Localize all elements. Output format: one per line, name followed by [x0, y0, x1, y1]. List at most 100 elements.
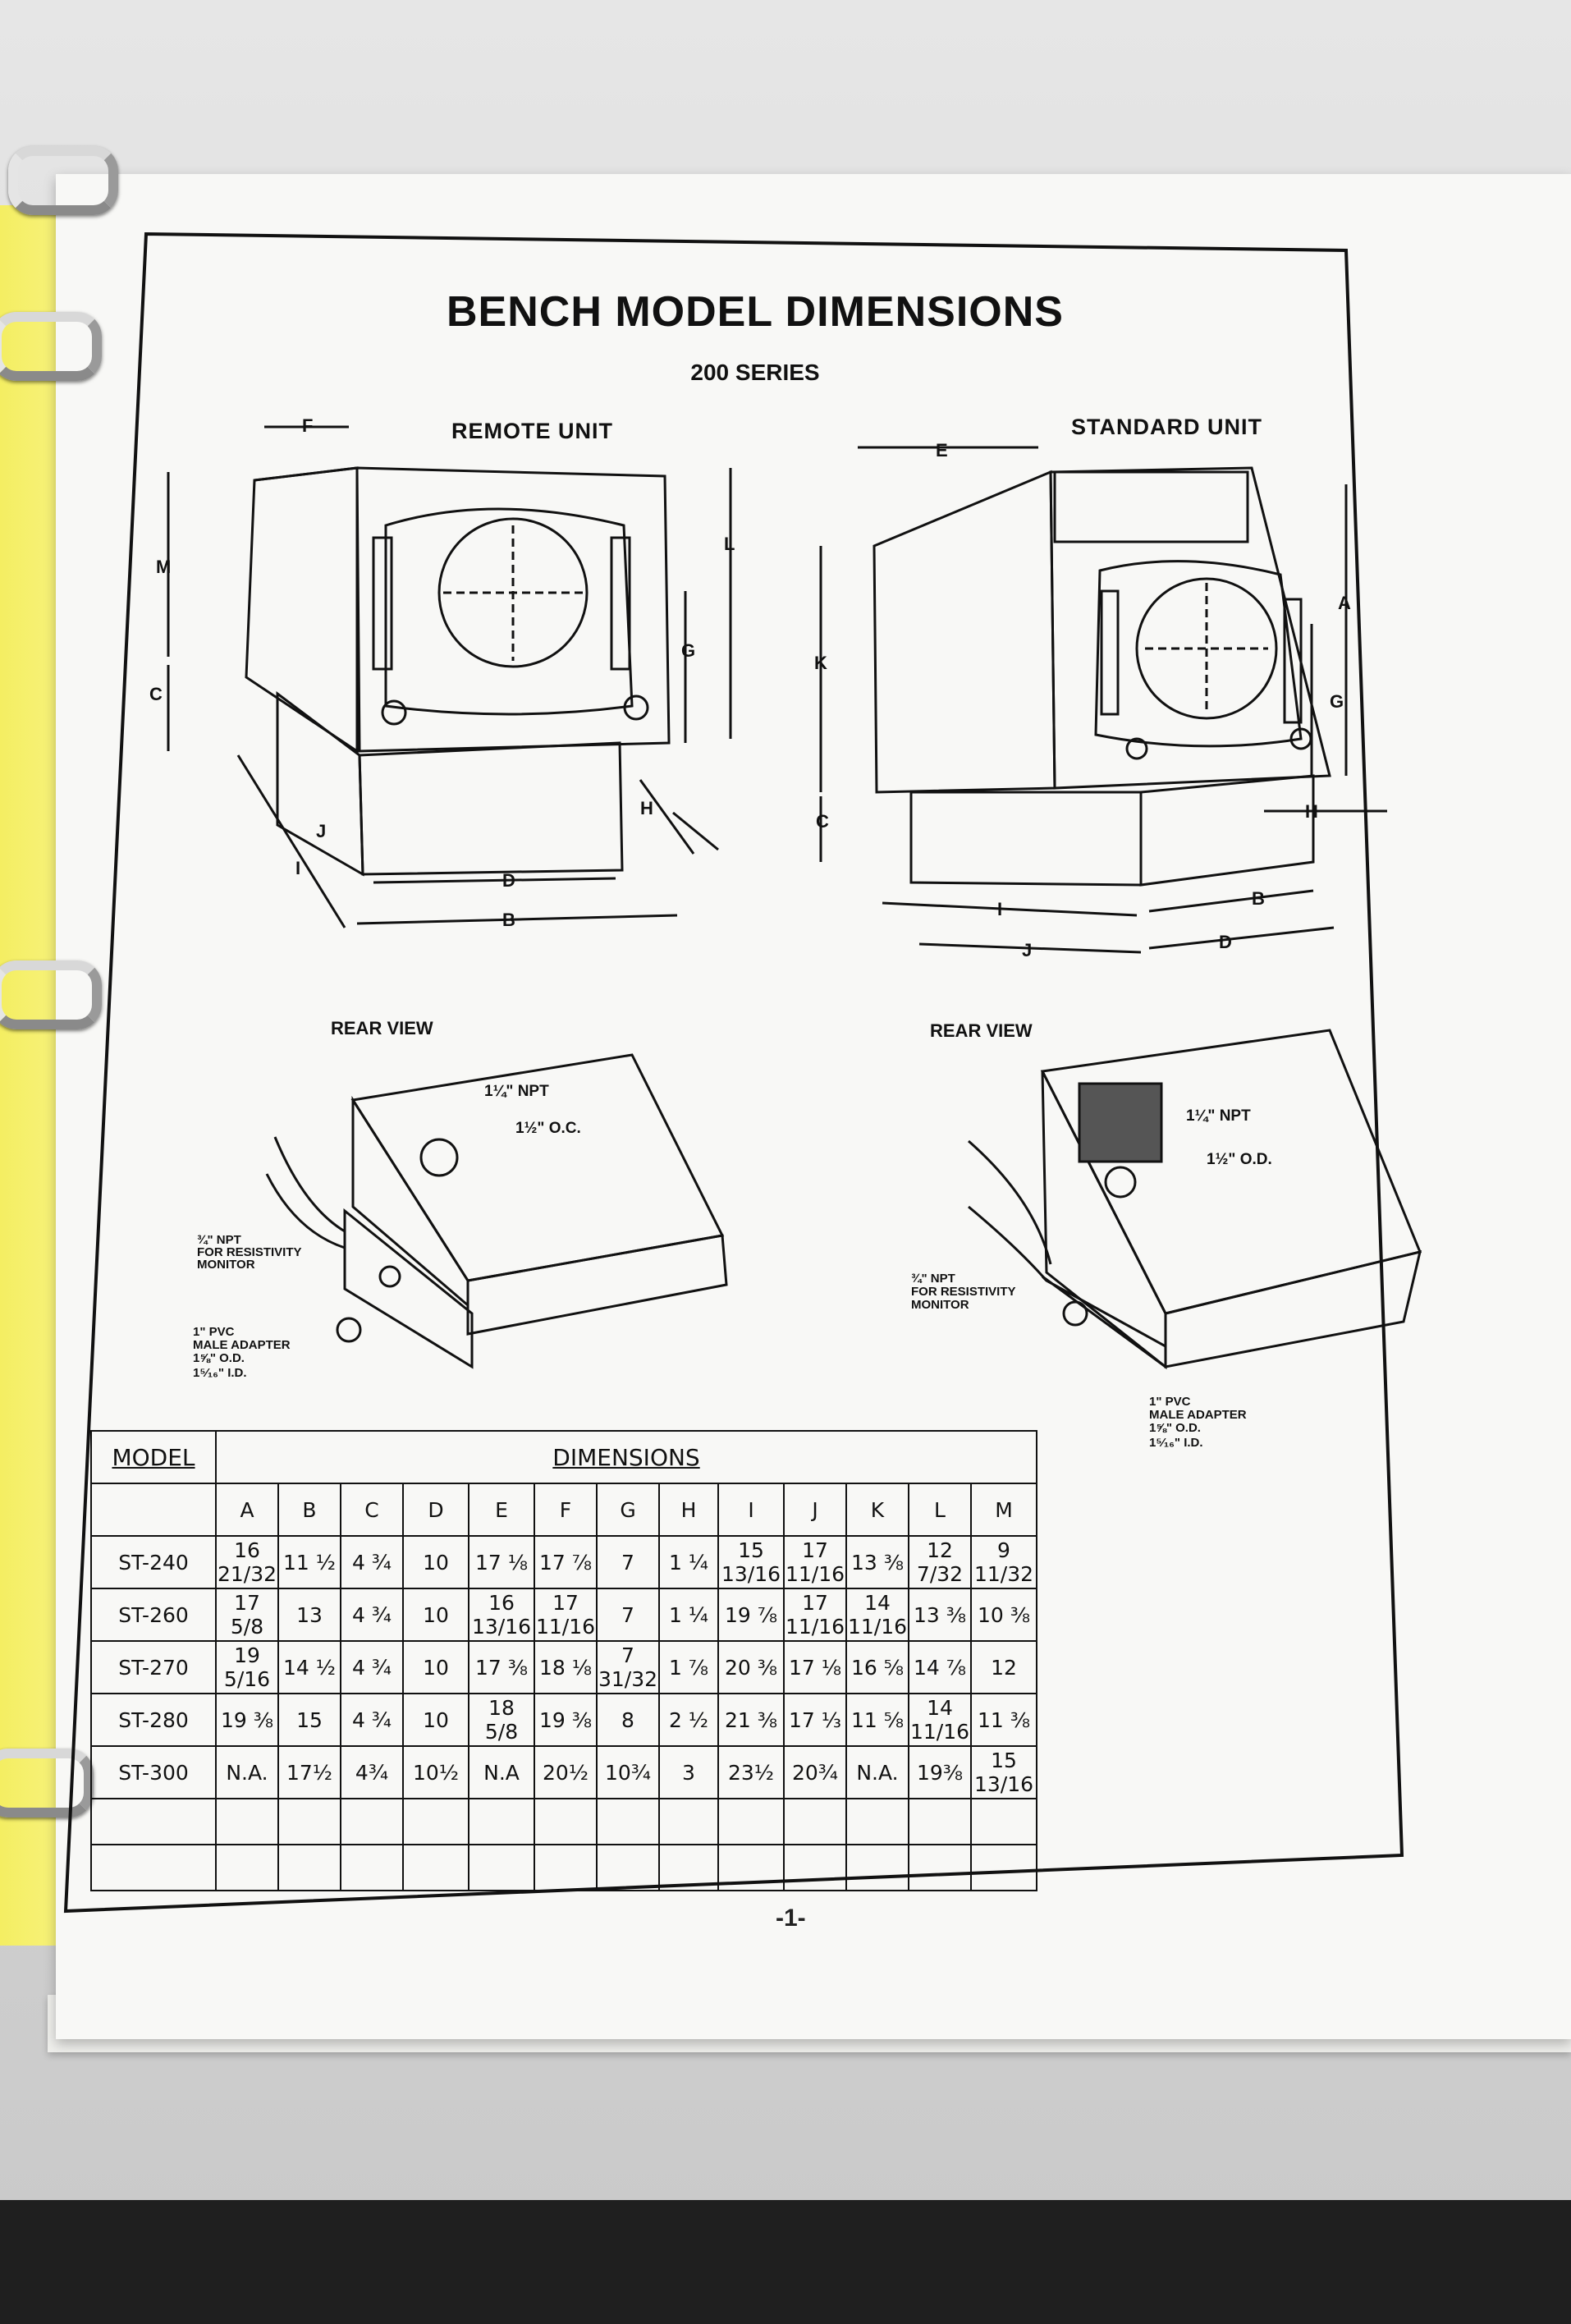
dimension-cell: 17 ⅛	[783, 1640, 847, 1694]
blank-table-row	[90, 1844, 1037, 1891]
empty-cell	[845, 1844, 909, 1891]
dimension-cell: 9 11/32	[970, 1535, 1037, 1589]
dim-label-H: H	[640, 798, 653, 818]
dim-label-J: J	[1022, 940, 1033, 960]
rear-view-left-drawing	[265, 1053, 728, 1369]
col-header: B	[277, 1483, 341, 1537]
empty-cell	[658, 1844, 719, 1891]
rear-view-right-drawing	[968, 1029, 1422, 1370]
dimension-cell: 17½	[277, 1745, 341, 1799]
empty-cell	[468, 1798, 535, 1845]
standard-unit-drawing	[819, 446, 1387, 954]
note-od-right-top: 1½" O.D.	[1207, 1151, 1272, 1168]
dimension-cell: 17 5/8	[215, 1588, 279, 1642]
empty-cell	[215, 1798, 279, 1845]
note-resistivity-left: FOR RESISTIVITY	[197, 1245, 302, 1259]
dimension-cell: 15	[277, 1693, 341, 1747]
note-adapter-left: MALE ADAPTER	[193, 1338, 291, 1352]
col-header: G	[596, 1483, 660, 1537]
empty-cell	[908, 1844, 972, 1891]
dimension-cell: 12 7/32	[908, 1535, 972, 1589]
dimension-cell: 10	[402, 1693, 469, 1747]
empty-cell	[402, 1844, 469, 1891]
dim-label-I: I	[997, 899, 1003, 919]
dimension-cell: 17 ⅜	[468, 1640, 535, 1694]
note-monitor-right: MONITOR	[911, 1298, 969, 1312]
dimension-cell: 15 13/16	[970, 1745, 1037, 1799]
dimension-cell: N.A.	[845, 1745, 909, 1799]
dimension-cell: 1 ¼	[658, 1588, 719, 1642]
empty-cell	[783, 1798, 847, 1845]
dimension-cell: 1 ⅞	[658, 1640, 719, 1694]
dimension-cell: 18 ⅛	[534, 1640, 598, 1694]
rear-view-left-label: REAR VIEW	[331, 1018, 433, 1038]
dimension-cell: 10	[402, 1535, 469, 1589]
dimension-cell: 19 5/16	[215, 1640, 279, 1694]
dim-label-J: J	[316, 821, 327, 841]
col-header: C	[340, 1483, 404, 1537]
col-header: K	[845, 1483, 909, 1537]
blank-table-row	[90, 1798, 1037, 1845]
dim-label-B: B	[502, 910, 515, 930]
dimension-cell: 20 ⅜	[717, 1640, 785, 1694]
dim-label-H: H	[1305, 801, 1318, 822]
dim-label-B: B	[1252, 888, 1265, 909]
col-header: F	[534, 1483, 598, 1537]
page-title: BENCH MODEL DIMENSIONS	[447, 288, 1064, 336]
dimension-cell: 17 ⅛	[468, 1535, 535, 1589]
dimension-cell: 4¾	[340, 1745, 404, 1799]
dimension-cell: 17 11/16	[783, 1535, 847, 1589]
dimension-cell: 17 11/16	[783, 1588, 847, 1642]
dimension-cell: 14 ⅞	[908, 1640, 972, 1694]
page-number: -1-	[776, 1905, 806, 1932]
dimension-cell: 17 11/16	[534, 1588, 598, 1642]
dimension-cell: 19 ⅜	[215, 1693, 279, 1747]
note-id-left: 1⁵⁄₁₆" I.D.	[193, 1366, 247, 1380]
binder-ring-icon	[0, 960, 102, 1029]
empty-cell	[658, 1798, 719, 1845]
model-cell: ST-280	[90, 1693, 217, 1747]
dimension-cell: 19⅜	[908, 1745, 972, 1799]
empty-cell	[215, 1844, 279, 1891]
dimensions-table: MODEL DIMENSIONS A B C D E F G H I J K L…	[90, 1430, 1037, 1891]
dim-label-G: G	[681, 640, 696, 661]
dimension-cell: 13	[277, 1588, 341, 1642]
dim-label-C: C	[149, 684, 163, 704]
dimension-cell: 16 ⅝	[845, 1640, 909, 1694]
dimension-cell: 23½	[717, 1745, 785, 1799]
dimension-cell: 18 5/8	[468, 1693, 535, 1747]
note-adapter-right: MALE ADAPTER	[1149, 1408, 1247, 1422]
dimension-cell: 4 ¾	[340, 1693, 404, 1747]
note-monitor-left: MONITOR	[197, 1258, 255, 1272]
empty-cell	[596, 1844, 660, 1891]
dim-label-M: M	[156, 557, 172, 577]
dimensions-header: DIMENSIONS	[215, 1430, 1037, 1484]
dimension-cell: 4 ¾	[340, 1588, 404, 1642]
col-header: I	[717, 1483, 785, 1537]
note-pvc-right: 1" PVC	[1149, 1395, 1191, 1409]
dimension-cell: 15 13/16	[717, 1535, 785, 1589]
col-header: E	[468, 1483, 535, 1537]
dimension-cell: 17 ⅓	[783, 1693, 847, 1747]
empty-cell	[468, 1844, 535, 1891]
empty-cell	[970, 1798, 1037, 1845]
dimension-cell: 19 ⅜	[534, 1693, 598, 1747]
dim-label-G: G	[1330, 691, 1344, 712]
rear-view-right-label: REAR VIEW	[930, 1020, 1033, 1041]
empty-cell	[340, 1844, 404, 1891]
dimension-cell: 7	[596, 1588, 660, 1642]
empty-cell	[908, 1798, 972, 1845]
note-od-right: 1⅝" O.D.	[1149, 1421, 1201, 1435]
dimension-cell: 14 11/16	[908, 1693, 972, 1747]
dimension-cell: 7 31/32	[596, 1640, 660, 1694]
dimension-cell: 8	[596, 1693, 660, 1747]
dimension-cell: 10 ⅜	[970, 1588, 1037, 1642]
dimension-cell: 16 13/16	[468, 1588, 535, 1642]
dimension-cell: 4 ¾	[340, 1640, 404, 1694]
empty-cell	[845, 1798, 909, 1845]
col-header: A	[215, 1483, 279, 1537]
dimension-cell: N.A	[468, 1745, 535, 1799]
